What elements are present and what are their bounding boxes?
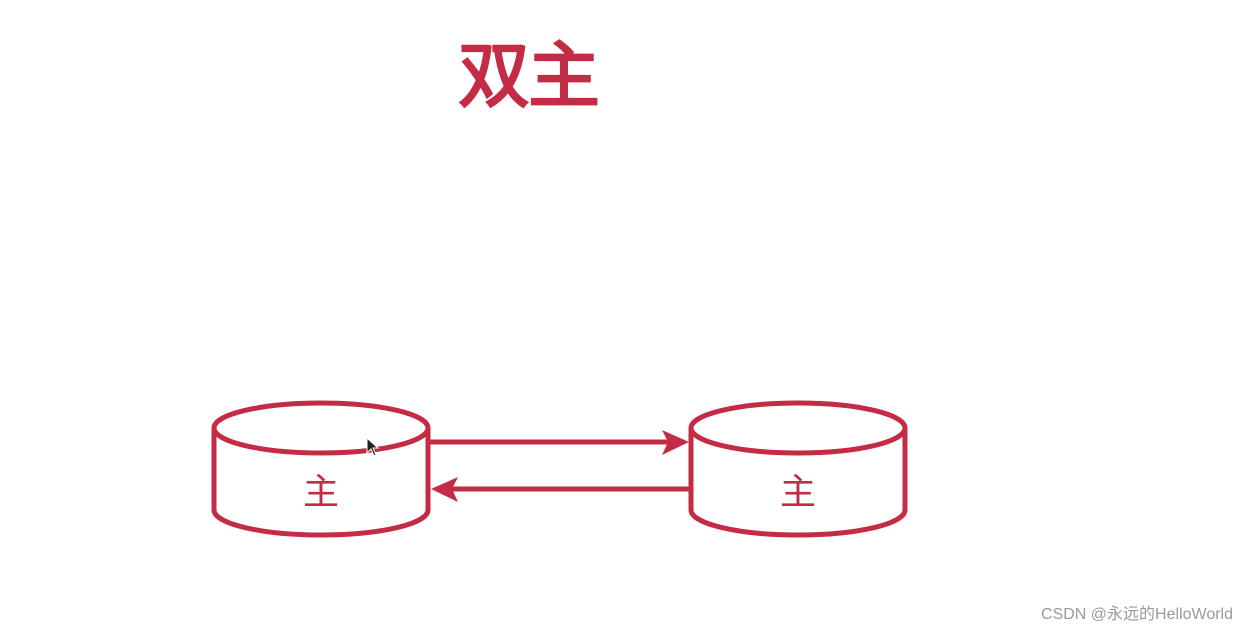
arrow-left-to-right [430,430,689,455]
mouse-cursor-icon [366,437,380,457]
left-node-label: 主 [303,472,339,513]
diagram-title: 双主 [458,34,600,118]
right-database-cylinder: 主 [688,400,908,538]
right-node-label: 主 [780,472,816,513]
csdn-watermark: CSDN @永远的HelloWorld [1041,606,1233,623]
left-database-cylinder: 主 [211,400,431,538]
arrow-right-to-left [431,477,689,502]
